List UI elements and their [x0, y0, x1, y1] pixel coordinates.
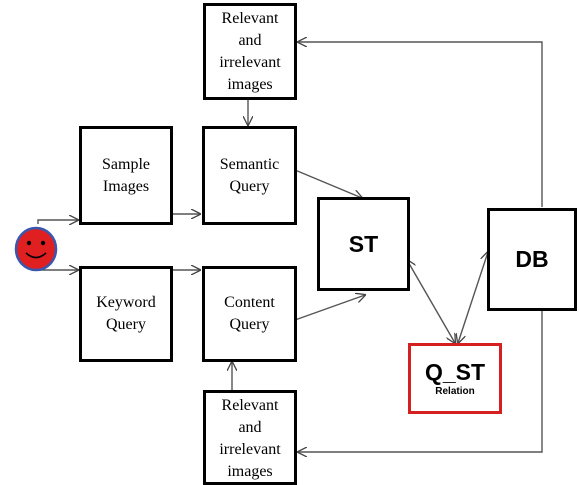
arrow-db-qst — [458, 252, 488, 343]
arrow-semantic-to-st — [294, 169, 362, 198]
relevant-bottom-line-1: Relevant — [221, 397, 279, 414]
q-st-sublabel: Relation — [435, 385, 475, 397]
relevant-top-line-2: and — [238, 32, 262, 49]
relevant-images-top-label: Relevant and irrelevant images — [219, 8, 280, 96]
keyword-query-box: Keyword Query — [79, 266, 173, 362]
relevant-images-top-box: Relevant and irrelevant images — [203, 3, 297, 100]
relevant-bottom-line-2: and — [238, 419, 262, 436]
sample-images-line-1: Sample — [102, 155, 150, 173]
arrow-user-to-sample — [37, 220, 78, 224]
user-face-icon — [14, 226, 58, 272]
keyword-query-line-2: Query — [106, 316, 146, 333]
relevant-top-line-4: images — [227, 76, 273, 93]
relevant-images-bottom-box: Relevant and irrelevant images — [203, 390, 297, 485]
content-query-line-2: Query — [229, 316, 270, 333]
relevant-top-line-3: irrelevant — [219, 54, 281, 71]
arrow-db-to-relevant-bottom — [298, 311, 543, 452]
db-box: DB — [487, 208, 577, 311]
relevant-bottom-line-3: irrelevant — [219, 441, 281, 458]
content-query-line-1: Content — [224, 294, 275, 311]
semantic-query-line-2: Query — [229, 177, 270, 195]
arrow-content-to-st — [294, 295, 365, 321]
semantic-query-box: Semantic Query — [202, 126, 297, 225]
relevant-bottom-line-4: images — [227, 463, 273, 480]
sample-images-line-2: Images — [102, 177, 150, 195]
arrow-st-qst — [407, 260, 455, 343]
relevant-top-line-1: Relevant — [221, 10, 279, 27]
q-st-label: Q_ST — [424, 358, 486, 385]
st-label: ST — [348, 230, 379, 257]
sample-images-box: Sample Images — [79, 126, 173, 225]
keyword-query-line-1: Keyword — [96, 294, 156, 311]
db-label: DB — [515, 246, 549, 272]
content-query-box: Content Query — [202, 266, 297, 362]
st-box: ST — [317, 197, 410, 291]
relevant-images-bottom-label: Relevant and irrelevant images — [219, 395, 281, 482]
arrow-db-to-relevant-top — [298, 42, 543, 207]
semantic-query-line-1: Semantic — [219, 155, 280, 173]
q-st-box: Q_ST Relation — [408, 343, 502, 414]
